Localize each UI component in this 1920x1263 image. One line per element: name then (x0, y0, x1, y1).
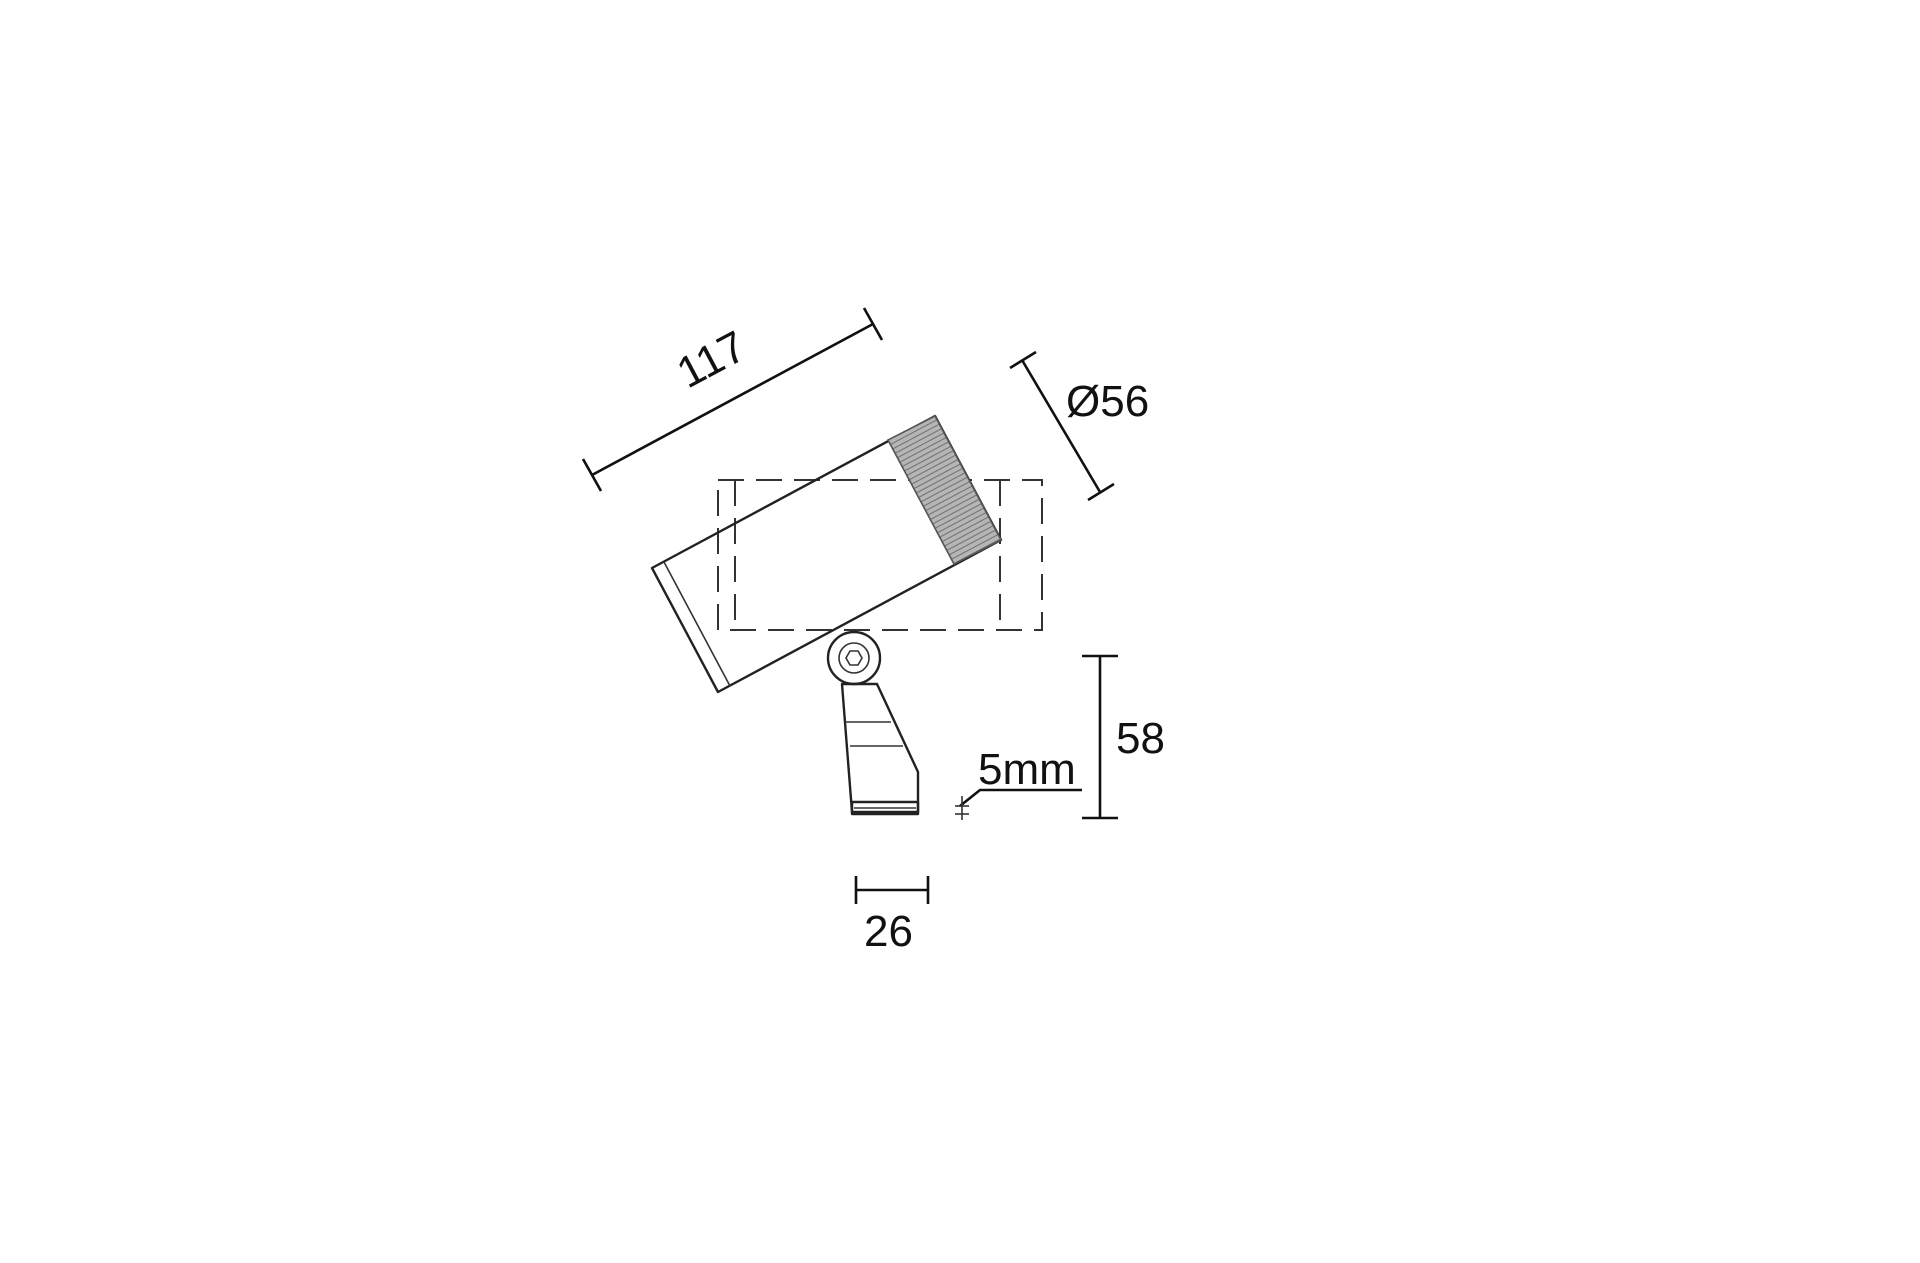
hex-screw-icon (845, 650, 863, 666)
alternate-position-outline (717, 479, 1043, 631)
dimension-length-label: 117 (669, 322, 754, 398)
pivot-joint (826, 630, 882, 686)
dimension-offset: 5mm (955, 745, 1082, 820)
dimension-height: 58 (1082, 654, 1165, 820)
dimension-length: 117 (581, 307, 884, 492)
knurled-front-ring (886, 414, 1003, 566)
dimension-base-width-label: 26 (864, 907, 913, 956)
dimension-diameter-label: Ø56 (1066, 377, 1149, 426)
mounting-bracket (840, 682, 920, 816)
dimension-diameter: Ø56 (1009, 350, 1149, 502)
dimension-base-width: 26 (854, 876, 930, 956)
dimension-offset-label: 5mm (978, 745, 1076, 794)
dimension-height-label: 58 (1116, 714, 1165, 763)
